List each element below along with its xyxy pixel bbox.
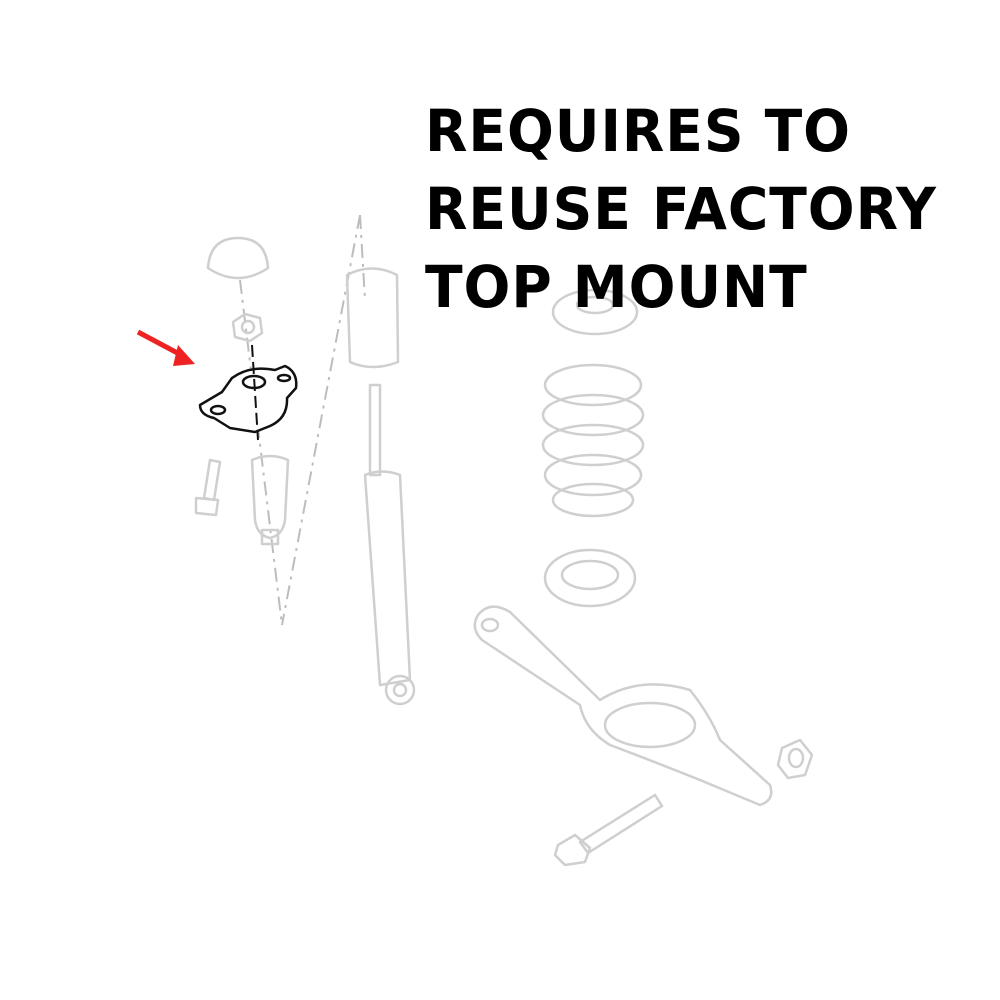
nut	[231, 312, 264, 343]
lower-spring-seat	[543, 548, 637, 608]
caption-line: TOP MOUNT	[425, 253, 808, 321]
coil-spring	[541, 363, 645, 518]
shock-absorber	[345, 267, 416, 706]
flange-nut	[776, 738, 814, 780]
upper-spring-seat	[551, 288, 639, 336]
bolt	[194, 458, 222, 517]
lower-control-arm	[473, 605, 773, 807]
dust-cap	[206, 236, 270, 280]
long-bolt	[553, 793, 664, 867]
caption: REQUIRES TO REUSE FACTORY TOP MOUNT	[425, 92, 937, 326]
caption-line: REQUIRES TO	[425, 97, 851, 165]
caption-line: REUSE FACTORY	[425, 175, 937, 243]
top-mount-highlighted	[198, 344, 298, 441]
bump-stop	[250, 454, 290, 546]
red-arrow-icon	[136, 329, 195, 366]
assembly-line	[359, 214, 366, 301]
